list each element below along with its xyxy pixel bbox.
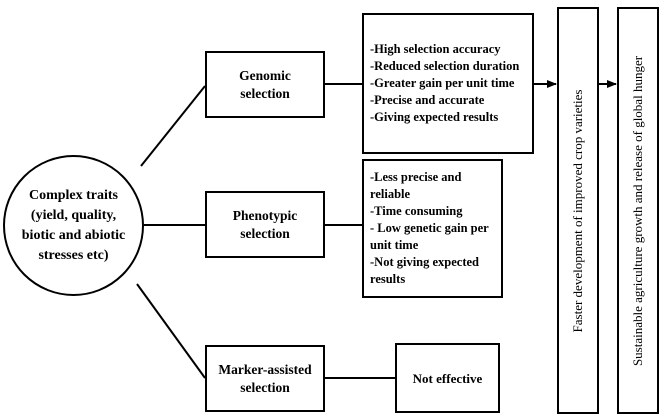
genomic-features-box: -High selection accuracy -Reduced select… xyxy=(362,13,534,154)
genomic-feature-item: -High selection accuracy xyxy=(370,42,501,56)
genomic-selection-label: Genomic selection xyxy=(239,67,291,101)
genomic-feature-item: -Reduced selection duration xyxy=(370,59,520,73)
phenotypic-feature-item: -Not giving expected results xyxy=(370,255,480,286)
genomic-feature-item: -Precise and accurate xyxy=(370,93,485,107)
phenotypic-selection-node: Phenotypic selection xyxy=(205,191,325,258)
complex-traits-label: Complex traits (yield, quality, biotic a… xyxy=(21,187,126,263)
complex-traits-node: Complex traits (yield, quality, biotic a… xyxy=(3,155,144,296)
marker-assisted-selection-label: Marker-assisted selection xyxy=(218,361,312,395)
sustainable-agriculture-label: Sustainable agriculture growth and relea… xyxy=(630,55,645,366)
phenotypic-feature-item: - Low genetic gain per unit time xyxy=(370,221,489,252)
marker-assisted-feature-text: Not effective xyxy=(412,370,483,386)
connector-circle-to-mas xyxy=(136,283,206,379)
faster-development-box: Faster development of improved crop vari… xyxy=(557,7,599,414)
faster-development-label: Faster development of improved crop vari… xyxy=(570,89,585,332)
genomic-feature-item: -Greater gain per unit time xyxy=(370,76,515,90)
connector-circle-to-genomic xyxy=(140,85,206,167)
phenotypic-feature-item: -Less precise and reliable xyxy=(370,170,462,201)
phenotypic-feature-item: -Time consuming xyxy=(370,204,463,218)
sustainable-agriculture-box: Sustainable agriculture growth and relea… xyxy=(617,7,659,414)
phenotypic-features-list: -Less precise and reliable -Time consumi… xyxy=(370,169,495,288)
marker-assisted-selection-node: Marker-assisted selection xyxy=(205,345,325,412)
phenotypic-selection-label: Phenotypic selection xyxy=(232,207,298,241)
genomic-selection-node: Genomic selection xyxy=(205,51,325,118)
genomic-feature-item: -Giving expected results xyxy=(370,110,499,124)
marker-assisted-features-box: Not effective xyxy=(395,343,500,413)
genomic-features-list: -High selection accuracy -Reduced select… xyxy=(370,41,526,126)
phenotypic-features-box: -Less precise and reliable -Time consumi… xyxy=(362,159,503,298)
